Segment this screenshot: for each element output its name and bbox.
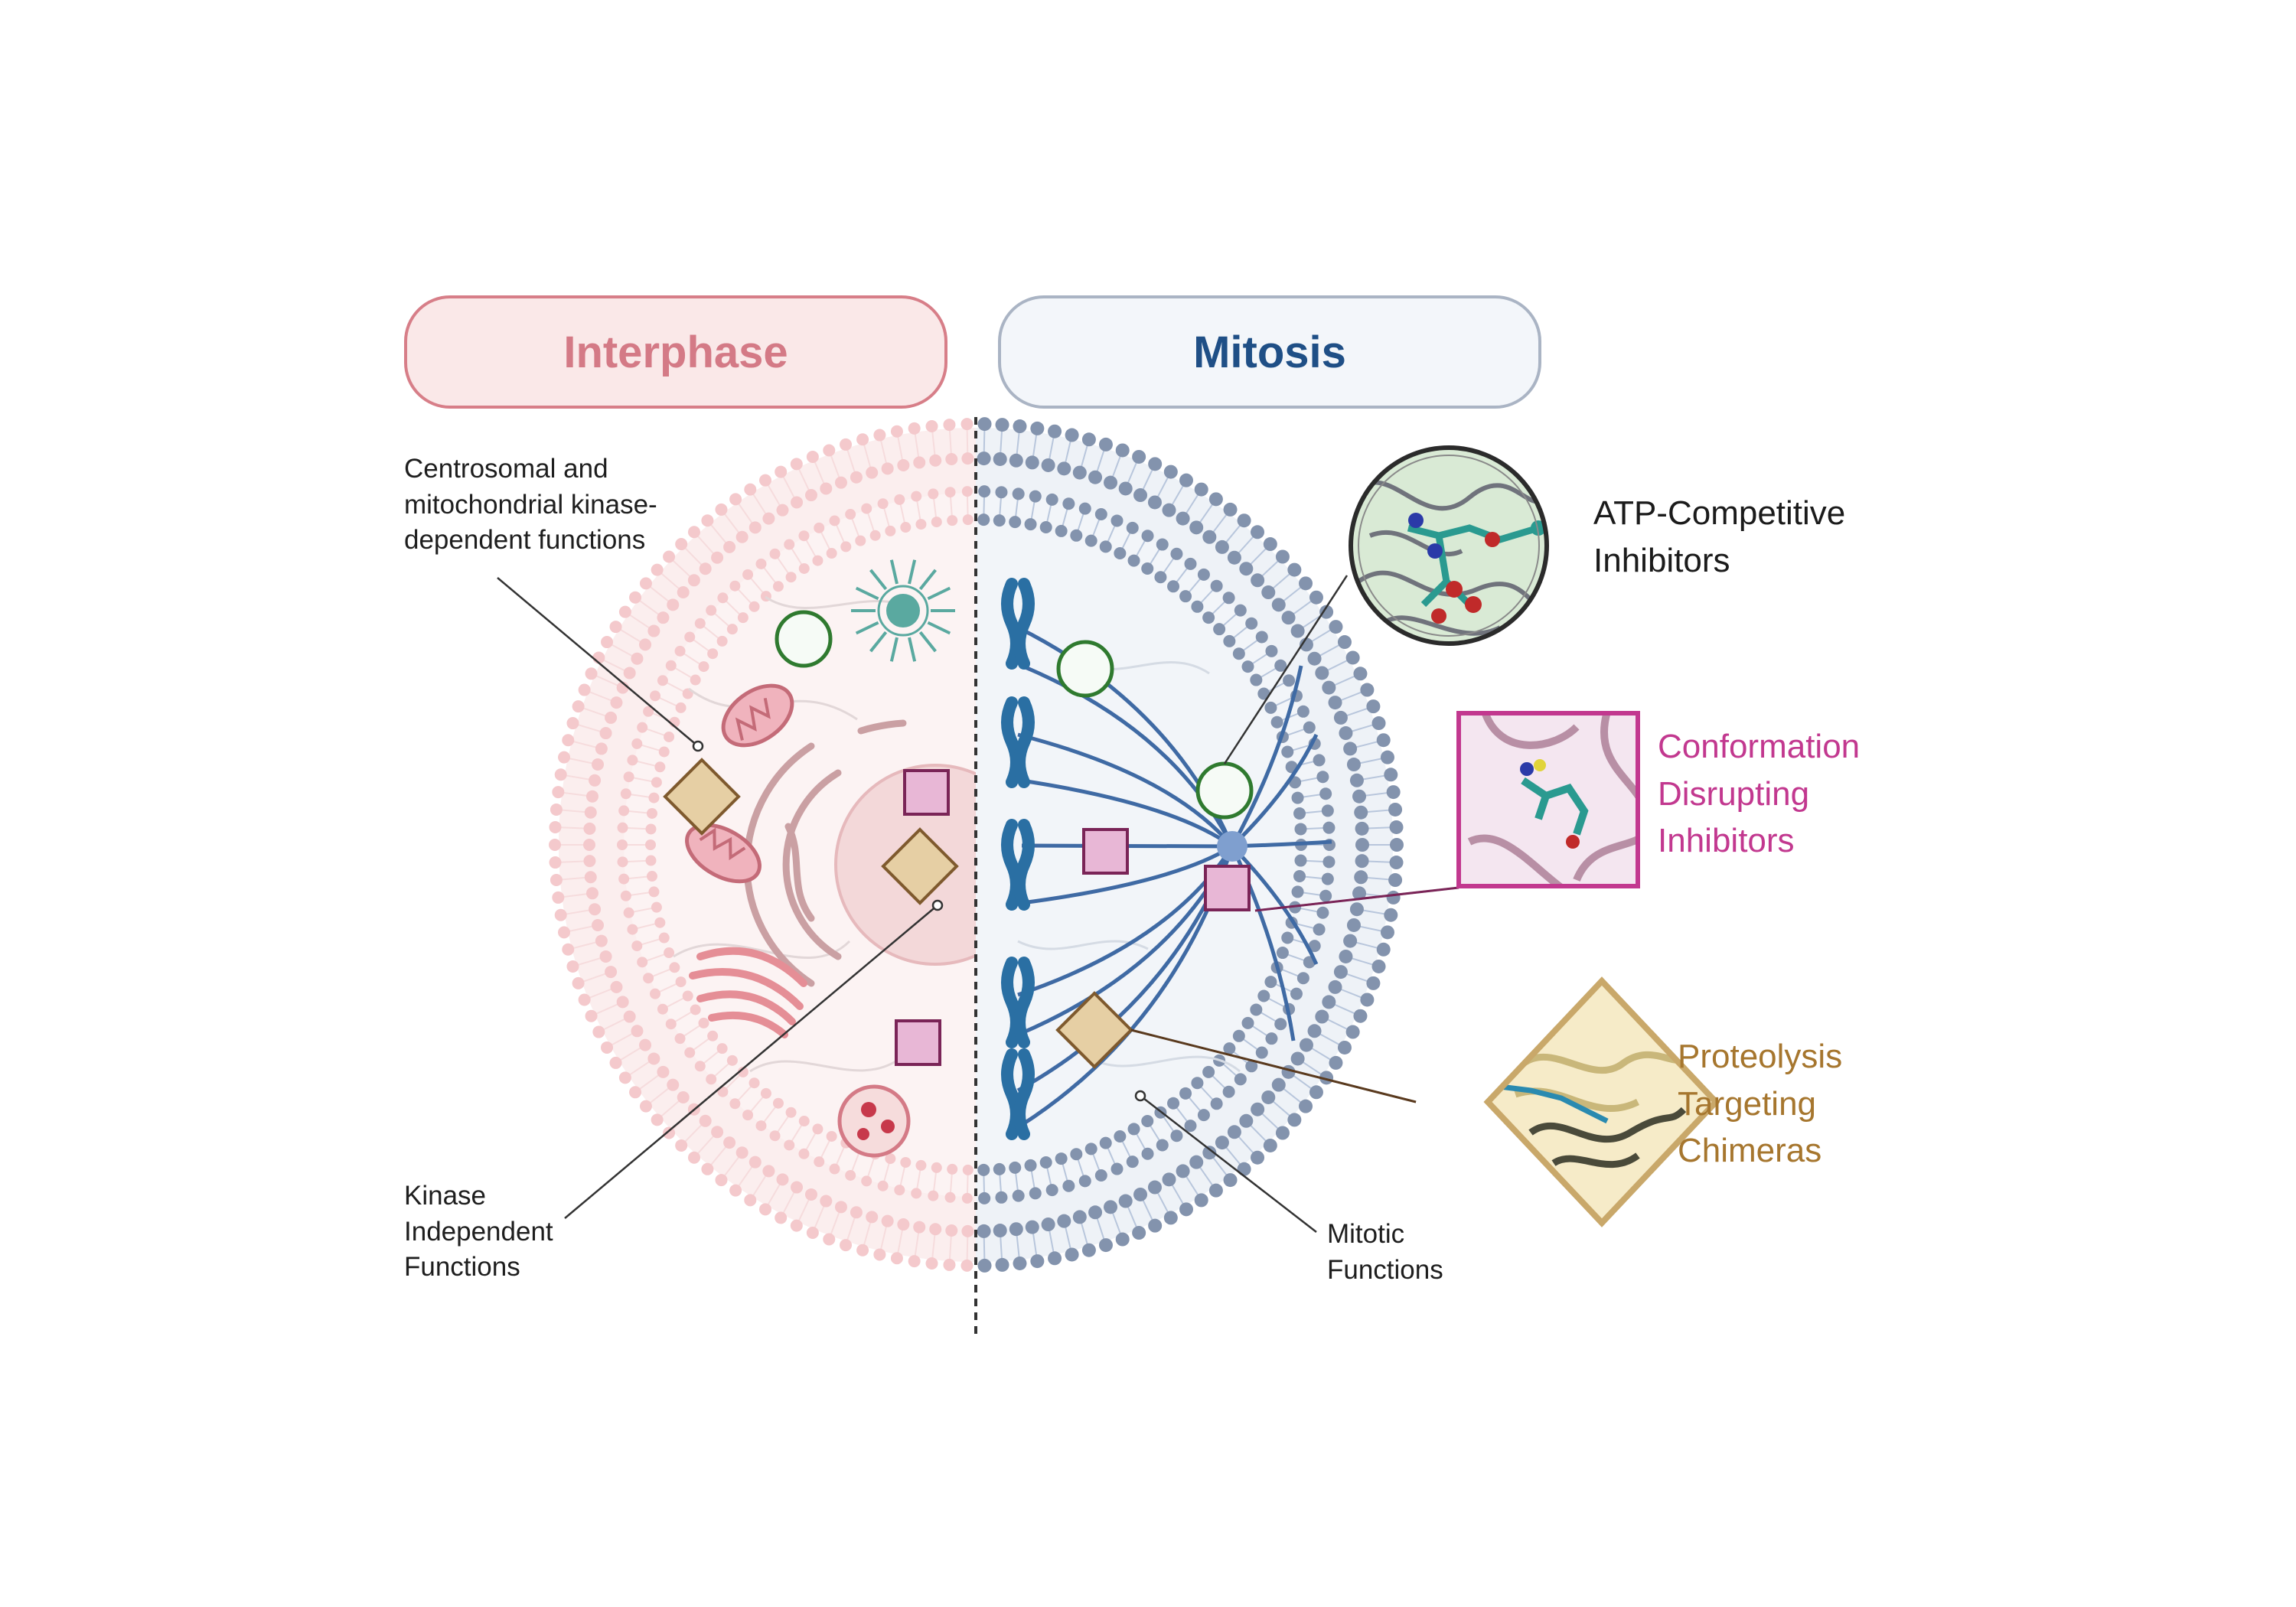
molecule-icon <box>1407 513 1546 624</box>
label-atp-competitive: ATP-Competitive Inhibitors <box>1593 494 1846 579</box>
mitosis-header: Mitosis <box>998 295 1541 409</box>
green-circle-icon <box>775 610 833 668</box>
label-conformation-disrupting: Conformation Disrupting Inhibitors <box>1658 728 1861 860</box>
lysosome-icon <box>837 1084 911 1158</box>
inner-membrane-blue <box>977 485 1336 1204</box>
golgi-icon <box>689 947 807 1038</box>
pink-square-icon <box>1204 865 1251 911</box>
molecule-icon <box>1520 759 1589 849</box>
outer-membrane-blue <box>977 417 1404 1273</box>
outer-membrane-pink <box>549 418 974 1272</box>
chromosomes <box>1001 578 1035 1140</box>
spindle-pole <box>1217 831 1247 862</box>
centrosome-icon <box>851 559 955 662</box>
molecule-icon <box>1499 1084 1609 1124</box>
label-proteolysis-targeting: Proteolysis Targeting Chimeras <box>1678 1038 1843 1170</box>
cdi-inset <box>1456 711 1640 888</box>
tan-diamond-icon <box>663 758 741 836</box>
pink-square-icon <box>1082 828 1129 875</box>
tan-diamond-icon <box>881 827 959 905</box>
inner-membrane-pink <box>617 486 974 1204</box>
tan-diamond-icon <box>1055 991 1133 1069</box>
label-mitotic-functions: Mitotic Functions <box>1327 1219 1443 1285</box>
green-circle-icon <box>1056 640 1114 698</box>
green-circle-icon <box>1195 761 1254 820</box>
interphase-cell <box>549 418 976 1272</box>
interphase-header: Interphase <box>404 295 947 409</box>
protac-inset <box>1483 976 1720 1227</box>
atp-inhibitor-inset <box>1349 445 1549 646</box>
pink-square-icon <box>895 1019 941 1066</box>
label-centrosomal-functions: Centrosomal and mitochondrial kinase- de… <box>404 454 657 556</box>
pink-square-icon <box>903 769 950 816</box>
label-kinase-independent: Kinase Independent Functions <box>404 1181 553 1283</box>
mitochondria-icon <box>685 683 794 884</box>
